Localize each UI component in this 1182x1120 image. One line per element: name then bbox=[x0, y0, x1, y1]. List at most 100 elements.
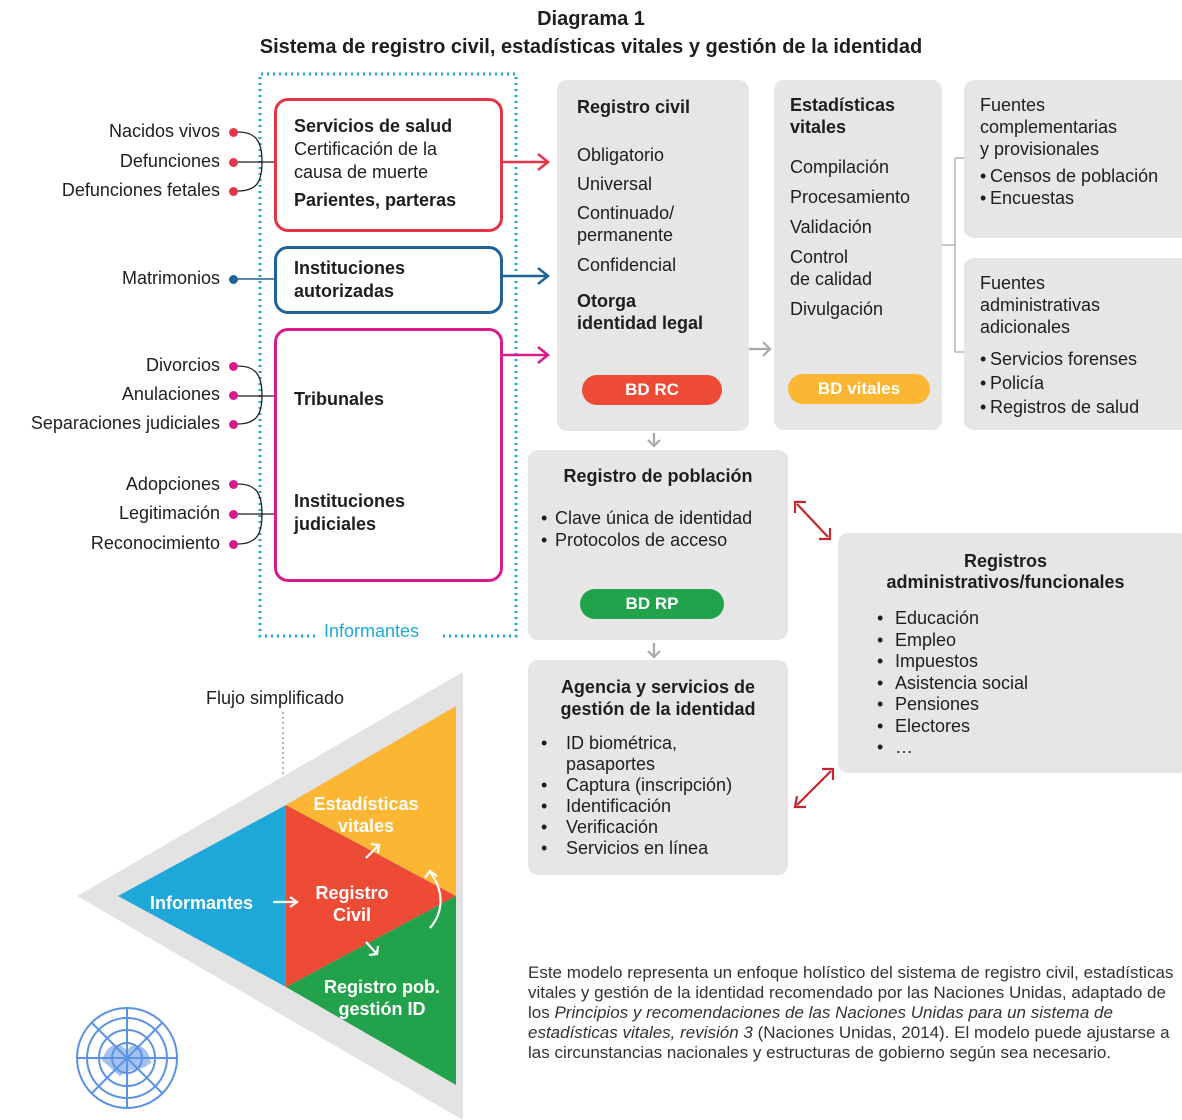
admin-sources-item: Servicios forenses bbox=[980, 347, 1182, 371]
box-admin-registries: Registros administrativos/funcionales Ed… bbox=[838, 533, 1182, 773]
flow-vitales-line2: vitales bbox=[337, 816, 395, 836]
civil-registry-item: Universal bbox=[577, 174, 653, 194]
sources-bracket bbox=[940, 157, 965, 353]
authorized-line2: autorizadas bbox=[294, 281, 395, 301]
flow-registro-line2: Civil bbox=[332, 905, 371, 925]
event-separaciones: Separaciones judiciales bbox=[30, 413, 220, 433]
population-registry-title: Registro de población bbox=[563, 466, 753, 486]
footer-part2: (Naciones Unidas, 2014). El modelo puede… bbox=[528, 1023, 1170, 1062]
flow-pob-label: Registro pob. gestión ID bbox=[316, 976, 448, 1020]
double-arrow-agency-admin bbox=[793, 767, 835, 809]
vital-stats-item: Control bbox=[790, 247, 849, 267]
event-matrimonios: Matrimonios bbox=[121, 268, 220, 288]
event-dot bbox=[229, 362, 238, 371]
event-legitimacion: Legitimación bbox=[118, 503, 220, 523]
event-dot bbox=[229, 480, 238, 489]
identity-agency-item: Identificación bbox=[541, 796, 771, 817]
event-defunciones-fetales: Defunciones fetales bbox=[61, 180, 220, 200]
flow-pob-line1: Registro pob. bbox=[324, 977, 440, 997]
event-dot bbox=[229, 420, 238, 429]
flow-vitales-region bbox=[286, 706, 456, 896]
flow-informants-region bbox=[118, 805, 286, 987]
identity-agency-item: ID biométrica, pasaportes bbox=[541, 733, 771, 775]
admin-sources-item: Registros de salud bbox=[980, 395, 1182, 419]
admin-registries-item: Impuestos bbox=[877, 651, 1028, 673]
vital-stats-item: Divulgación bbox=[790, 299, 884, 319]
courts-label: Tribunales bbox=[294, 389, 385, 409]
admin-registries-item: Pensiones bbox=[877, 694, 1028, 716]
box-complementary-sources: Fuentes complementarias y provisionales … bbox=[964, 80, 1182, 238]
complementary-item: Censos de población bbox=[980, 166, 1182, 188]
vital-stats-item: Compilación bbox=[790, 157, 890, 177]
flow-pob-region bbox=[286, 896, 456, 1085]
box-health-services: Servicios de salud Certificación de la c… bbox=[274, 98, 503, 232]
flow-title: Flujo simplificado bbox=[206, 688, 345, 708]
event-adopciones: Adopciones bbox=[125, 474, 220, 494]
civil-registry-title: Registro civil bbox=[577, 97, 691, 117]
box-admin-sources: Fuentes administrativas adicionales Serv… bbox=[964, 258, 1182, 430]
event-dot bbox=[229, 510, 238, 519]
admin-registries-item: Empleo bbox=[877, 630, 1028, 652]
vital-stats-title-1: Estadísticas bbox=[790, 95, 896, 115]
flow-registro-label: Registro Civil bbox=[296, 882, 408, 926]
admin-registries-item: Asistencia social bbox=[877, 673, 1028, 695]
footer-italic: Principios y recomendaciones de las Naci… bbox=[528, 1003, 1113, 1042]
arrow-courts-to-rc bbox=[502, 346, 551, 364]
box-vital-statistics: Estadísticas vitales Compilación Procesa… bbox=[774, 80, 942, 430]
un-emblem bbox=[76, 1007, 178, 1109]
vital-stats-item: Validación bbox=[790, 217, 872, 237]
footer-note: Este modelo representa un enfoque holíst… bbox=[528, 963, 1178, 1063]
informants-label: Informantes bbox=[318, 621, 426, 642]
admin-sources-title: Fuentes bbox=[980, 273, 1046, 293]
flow-vitales-label: Estadísticas vitales bbox=[296, 793, 436, 837]
flow-vitales-line1: Estadísticas bbox=[313, 794, 419, 814]
health-bracket bbox=[237, 131, 274, 192]
health-services-line1: Certificación de la bbox=[294, 139, 438, 159]
db-vitales-pill: BD vitales bbox=[788, 374, 930, 404]
identity-agency-title-2: gestión de la identidad bbox=[560, 699, 756, 719]
informants-frame bbox=[258, 72, 518, 638]
identity-agency-item: Servicios en línea bbox=[541, 838, 771, 859]
box-population-registry: Registro de población Clave única de ide… bbox=[528, 450, 788, 640]
admin-registries-item: Electores bbox=[877, 716, 1028, 738]
arrow-authorized-to-rc bbox=[502, 267, 551, 285]
admin-registries-title-2: administrativos/funcionales bbox=[886, 572, 1125, 592]
event-dot bbox=[229, 391, 238, 400]
complementary-title: complementarias bbox=[980, 117, 1118, 137]
population-registry-item: Clave única de identidad bbox=[541, 508, 752, 530]
judicial-line2: judiciales bbox=[294, 514, 377, 534]
flow-registro-line1: Registro bbox=[315, 883, 389, 903]
civil-registry-legal-1: Otorga bbox=[577, 291, 637, 311]
health-services-line2: causa de muerte bbox=[294, 162, 429, 182]
footer-part1: Este modelo representa un enfoque holíst… bbox=[528, 963, 1174, 1022]
event-dot bbox=[229, 275, 238, 284]
admin-registries-item: … bbox=[877, 737, 1028, 759]
civil-registry-item: Confidencial bbox=[577, 255, 677, 275]
arrow-health-to-rc bbox=[502, 153, 551, 171]
flow-arrow-vitales bbox=[365, 845, 379, 859]
complementary-title: y provisionales bbox=[980, 139, 1100, 159]
db-rp-pill: BD RP bbox=[580, 589, 724, 619]
event-reconocimiento: Reconocimiento bbox=[90, 533, 220, 553]
civil-registry-item: permanente bbox=[577, 225, 674, 245]
complementary-title: Fuentes bbox=[980, 95, 1046, 115]
event-nacidos-vivos: Nacidos vivos bbox=[108, 121, 220, 141]
diagram-number: Diagrama 1 bbox=[537, 8, 645, 30]
admin-sources-title: administrativas bbox=[980, 295, 1101, 315]
judicial-bracket bbox=[237, 483, 274, 545]
flow-informants-label: Informantes bbox=[150, 893, 254, 913]
event-dot bbox=[229, 158, 238, 167]
box-courts-judicial: Tribunales Instituciones judiciales bbox=[274, 328, 503, 582]
civil-registry-legal-2: identidad legal bbox=[577, 313, 704, 333]
box-identity-agency: Agencia y servicios de gestión de la ide… bbox=[528, 660, 788, 875]
event-dot bbox=[229, 187, 238, 196]
flow-registro-region bbox=[286, 805, 456, 987]
vital-stats-title-2: vitales bbox=[790, 117, 847, 137]
event-dot bbox=[229, 128, 238, 137]
admin-sources-title: adicionales bbox=[980, 317, 1071, 337]
identity-agency-item: Verificación bbox=[541, 817, 771, 838]
vital-stats-item: de calidad bbox=[790, 269, 873, 289]
event-divorcios: Divorcios bbox=[145, 355, 220, 375]
identity-agency-title-1: Agencia y servicios de bbox=[560, 677, 756, 697]
